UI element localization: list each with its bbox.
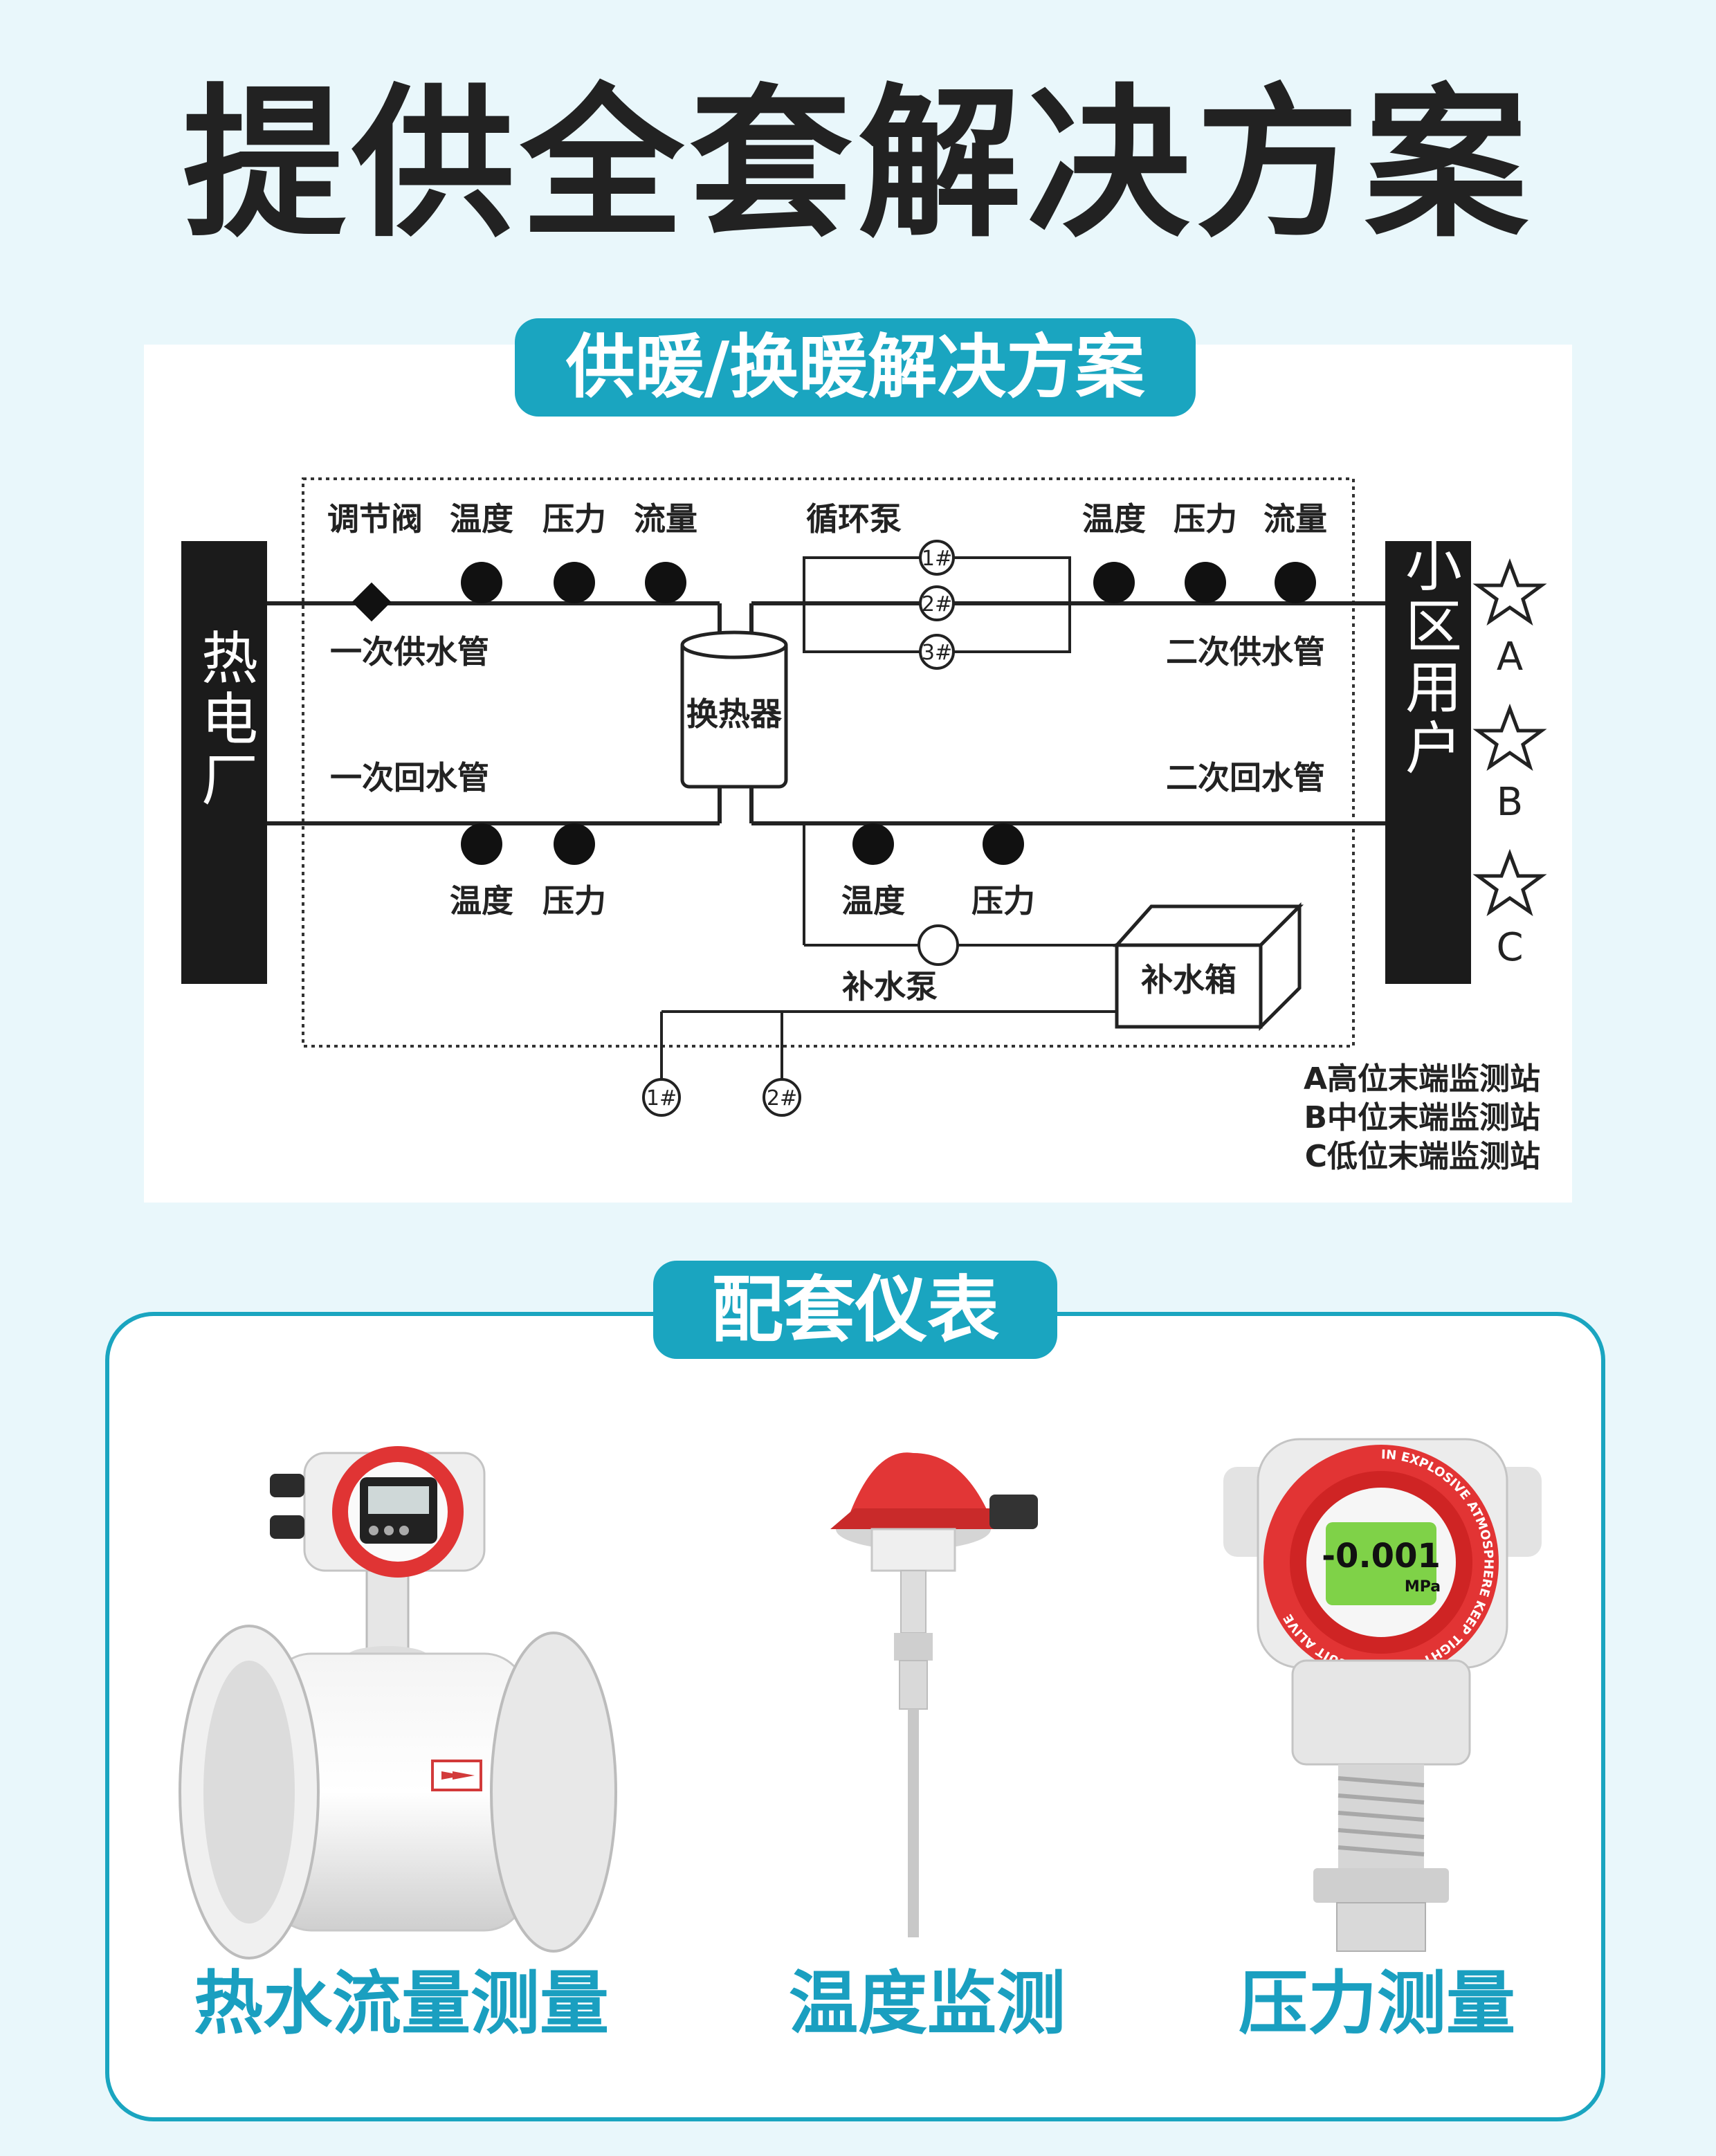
secondary-supply-pressure-sensor	[1185, 562, 1226, 603]
primary-supply-temp-sensor	[461, 562, 502, 603]
station-b-label: B	[1497, 780, 1523, 825]
community-block	[1385, 541, 1471, 984]
circ-pump-label: 循环泵	[806, 500, 902, 538]
station-c-star-icon	[1472, 848, 1547, 917]
temperature-sensor-image	[830, 1452, 1038, 1937]
svg-text:3#: 3#	[922, 641, 952, 665]
diagram-panel	[144, 345, 1572, 1203]
makeup-tank-label: 补水箱	[1141, 961, 1236, 998]
regulating-valve-icon	[352, 582, 392, 622]
feed-pump-1: 1#	[642, 1078, 681, 1117]
secondary-supply-flow-sensor	[1275, 562, 1316, 603]
primary-supply-pressure-sensor	[554, 562, 595, 603]
power-plant-block	[181, 541, 267, 984]
page-title: 提供全套解决方案	[182, 69, 1533, 259]
station-a-star-icon	[1472, 558, 1547, 626]
heat-exchanger-top	[680, 630, 788, 659]
primary-return-pressure-label: 压力	[542, 882, 606, 920]
legend-station-c: C低位末端监测站	[1305, 1139, 1540, 1174]
svg-text:2#: 2#	[922, 592, 952, 616]
instruments-section-pill: 配套仪表	[653, 1261, 1057, 1359]
primary-supply-flow-label: 流量	[634, 500, 697, 538]
primary-return-pressure-sensor	[554, 823, 595, 865]
primary-return-label: 一次回水管	[330, 759, 489, 796]
heat-exchanger-label: 换热器	[686, 695, 783, 733]
secondary-supply-pressure-label: 压力	[1174, 500, 1237, 538]
station-a-label: A	[1497, 634, 1523, 679]
station-b-star-icon	[1472, 703, 1547, 771]
makeup-pump-icon	[918, 924, 959, 966]
pressure-measurement-caption: 压力测量	[1239, 1963, 1515, 2044]
makeup-tank	[1113, 902, 1304, 1032]
power-plant-label: 热电厂	[192, 628, 257, 811]
secondary-supply-temp-sensor	[1093, 562, 1135, 603]
secondary-return-temp-label: 温度	[841, 882, 905, 920]
pressure-transmitter-image: -0.001 MPa IN EXPLOSIVE ATMOSPHERE KEEP …	[1223, 1438, 1542, 1952]
secondary-supply-flow-label: 流量	[1263, 500, 1327, 538]
primary-supply-pressure-label: 压力	[542, 500, 606, 538]
community-label: 小区用户	[1396, 536, 1461, 779]
secondary-supply-label: 二次供水管	[1166, 633, 1325, 670]
primary-return-temp-sensor	[461, 823, 502, 865]
secondary-return-temp-sensor	[852, 823, 894, 865]
primary-return-temp-label: 温度	[450, 882, 513, 920]
valve-label: 调节阀	[327, 500, 423, 538]
station-c-label: C	[1496, 925, 1523, 970]
flow-measurement-caption: 热水流量测量	[194, 1963, 609, 2044]
secondary-return-pressure-label: 压力	[971, 882, 1035, 920]
system-boundary	[302, 477, 1355, 1048]
pressure-display-unit: MPa	[1405, 1578, 1441, 1596]
flowmeter-image	[179, 1446, 617, 1959]
secondary-return-label: 二次回水管	[1166, 759, 1325, 796]
secondary-supply-temp-label: 温度	[1082, 500, 1146, 538]
svg-text:2#: 2#	[767, 1086, 797, 1111]
makeup-pump-label: 补水泵	[842, 968, 938, 1005]
legend-station-a: A高位末端监测站	[1304, 1061, 1540, 1097]
primary-supply-flow-sensor	[645, 562, 686, 603]
secondary-return-pressure-sensor	[983, 823, 1024, 865]
diagram-section-pill: 供暖/换暖解决方案	[515, 318, 1196, 417]
circ-pump-2: 2#	[919, 585, 955, 621]
temperature-monitoring-caption: 温度监测	[789, 1963, 1066, 2044]
svg-text:1#: 1#	[922, 547, 952, 571]
primary-supply-label: 一次供水管	[330, 633, 489, 670]
pressure-display-value: -0.001	[1322, 1537, 1441, 1575]
heating-system-diagram: 热电厂 小区用户 换热器 1# 2# 3# 循环泵 调节阀 温度 压力 流量 一…	[181, 477, 1547, 1174]
svg-text:1#: 1#	[646, 1086, 677, 1111]
circ-pump-1: 1#	[919, 540, 955, 576]
primary-supply-temp-label: 温度	[450, 500, 513, 538]
feed-pump-2: 2#	[763, 1078, 801, 1117]
circ-pump-3: 3#	[919, 634, 955, 670]
legend-station-b: B中位末端监测站	[1304, 1100, 1540, 1135]
